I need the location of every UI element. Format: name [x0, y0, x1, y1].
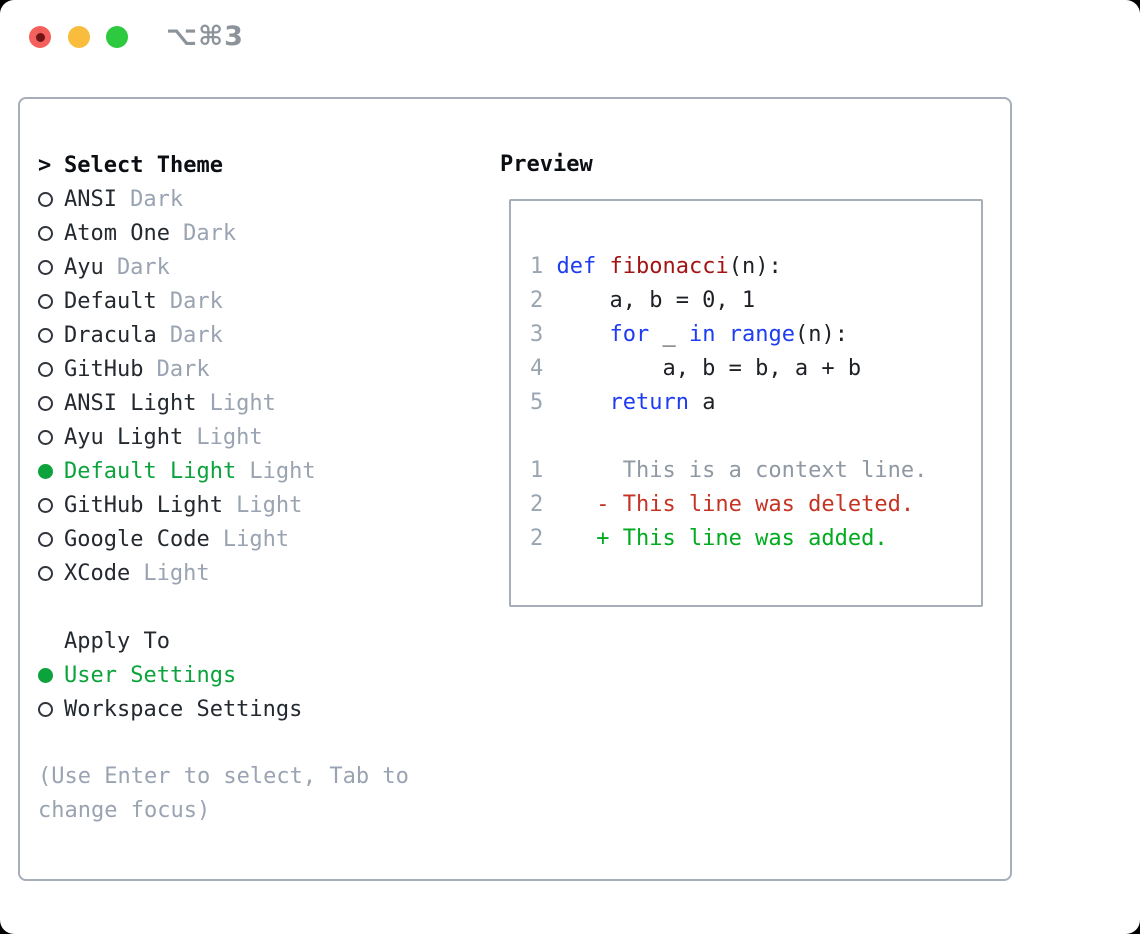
- theme-variant: Dark: [169, 322, 223, 348]
- line-number: 4: [530, 356, 544, 381]
- code-line: 1 This is a context line.: [530, 454, 981, 488]
- window-shortcut-label: ⌥⌘3: [166, 21, 244, 52]
- theme-option-github[interactable]: GitHub Dark: [38, 352, 483, 386]
- hint-text: (Use Enter to select, Tab to change focu…: [38, 764, 409, 823]
- theme-name: XCode: [64, 560, 131, 586]
- radio-icon: [38, 429, 53, 445]
- theme-variant: Light: [196, 424, 263, 450]
- theme-option-ayu-light[interactable]: Ayu Light Light: [38, 420, 483, 454]
- theme-option-ansi-light[interactable]: ANSI Light Light: [38, 386, 483, 420]
- theme-variant: Dark: [116, 254, 170, 280]
- preview-title: Preview: [500, 152, 593, 177]
- line-number: 5: [530, 390, 544, 415]
- radio-icon: [38, 293, 53, 309]
- radio-icon: [38, 225, 53, 241]
- line-number: 3: [530, 322, 544, 347]
- theme-option-default-light[interactable]: Default Light Light: [38, 454, 483, 488]
- select-theme-title: Select Theme: [64, 152, 223, 178]
- apply-option-label: Workspace Settings: [64, 696, 303, 722]
- theme-option-default[interactable]: Default Dark: [38, 284, 483, 318]
- apply-to-title: Apply To: [64, 628, 170, 654]
- line-number: 1: [530, 458, 544, 483]
- code-line: 3 for _ in range(n):: [530, 318, 981, 352]
- theme-option-github-light[interactable]: GitHub Light Light: [38, 488, 483, 522]
- line-number: 1: [530, 254, 544, 279]
- radio-icon: [38, 259, 53, 275]
- theme-name: Default: [64, 288, 157, 314]
- code-line: 4 a, b = b, a + b: [530, 352, 981, 386]
- radio-icon: [38, 463, 53, 479]
- radio-icon: [38, 361, 53, 377]
- theme-name: Atom One: [64, 220, 170, 246]
- theme-name: Dracula: [64, 322, 157, 348]
- select-theme-title-row: > Select Theme: [38, 148, 483, 182]
- radio-icon: [38, 701, 53, 717]
- theme-option-xcode[interactable]: XCode Light: [38, 556, 483, 590]
- close-button[interactable]: [29, 26, 51, 48]
- theme-option-ansi[interactable]: ANSI Dark: [38, 182, 483, 216]
- theme-name: Ayu: [64, 254, 104, 280]
- theme-name: Ayu Light: [64, 424, 184, 450]
- theme-name: Default Light: [64, 458, 237, 484]
- theme-option-dracula[interactable]: Dracula Dark: [38, 318, 483, 352]
- theme-variant: Light: [222, 526, 290, 552]
- radio-icon: [38, 497, 53, 513]
- theme-variant: Dark: [183, 220, 237, 246]
- line-number: 2: [530, 492, 544, 517]
- apply-option-label: User Settings: [64, 662, 237, 688]
- theme-variant: Light: [143, 560, 210, 586]
- theme-name: Google Code: [64, 526, 210, 552]
- theme-variant: Light: [209, 390, 276, 416]
- theme-name: GitHub Light: [64, 492, 223, 518]
- record-dot-icon: [35, 32, 45, 42]
- theme-name: ANSI: [64, 186, 117, 212]
- apply-option-workspace-settings[interactable]: Workspace Settings: [38, 692, 483, 726]
- code-line: 5 return a: [530, 386, 981, 420]
- theme-variant: Dark: [156, 356, 210, 382]
- theme-variant: Light: [236, 492, 303, 518]
- line-number: 2: [530, 288, 544, 313]
- theme-option-google-code[interactable]: Google Code Light: [38, 522, 483, 556]
- radio-icon: [38, 565, 53, 581]
- apply-to-list: User Settings Workspace Settings: [38, 658, 483, 726]
- line-number: 2: [530, 526, 544, 551]
- apply-option-user-settings[interactable]: User Settings: [38, 658, 483, 692]
- code-line: 2 + This line was added.: [530, 522, 981, 556]
- theme-variant: Dark: [169, 288, 223, 314]
- radio-icon: [38, 327, 53, 343]
- theme-variant: Dark: [130, 186, 184, 212]
- theme-name: ANSI Light: [64, 390, 197, 416]
- zoom-button[interactable]: [106, 26, 128, 48]
- apply-to-title-row: Apply To: [38, 624, 483, 658]
- theme-name: GitHub: [64, 356, 144, 382]
- theme-option-atom-one[interactable]: Atom One Dark: [38, 216, 483, 250]
- code-line: [530, 420, 981, 454]
- prompt-cursor-icon: >: [38, 152, 52, 178]
- radio-icon: [38, 531, 53, 547]
- radio-icon: [38, 667, 53, 683]
- code-line: 2 a, b = 0, 1: [530, 284, 981, 318]
- theme-variant: Light: [249, 458, 316, 484]
- minimize-button[interactable]: [68, 26, 90, 48]
- radio-icon: [38, 191, 53, 207]
- radio-icon: [38, 395, 53, 411]
- theme-option-ayu[interactable]: Ayu Dark: [38, 250, 483, 284]
- code-line: 2 - This line was deleted.: [530, 488, 981, 522]
